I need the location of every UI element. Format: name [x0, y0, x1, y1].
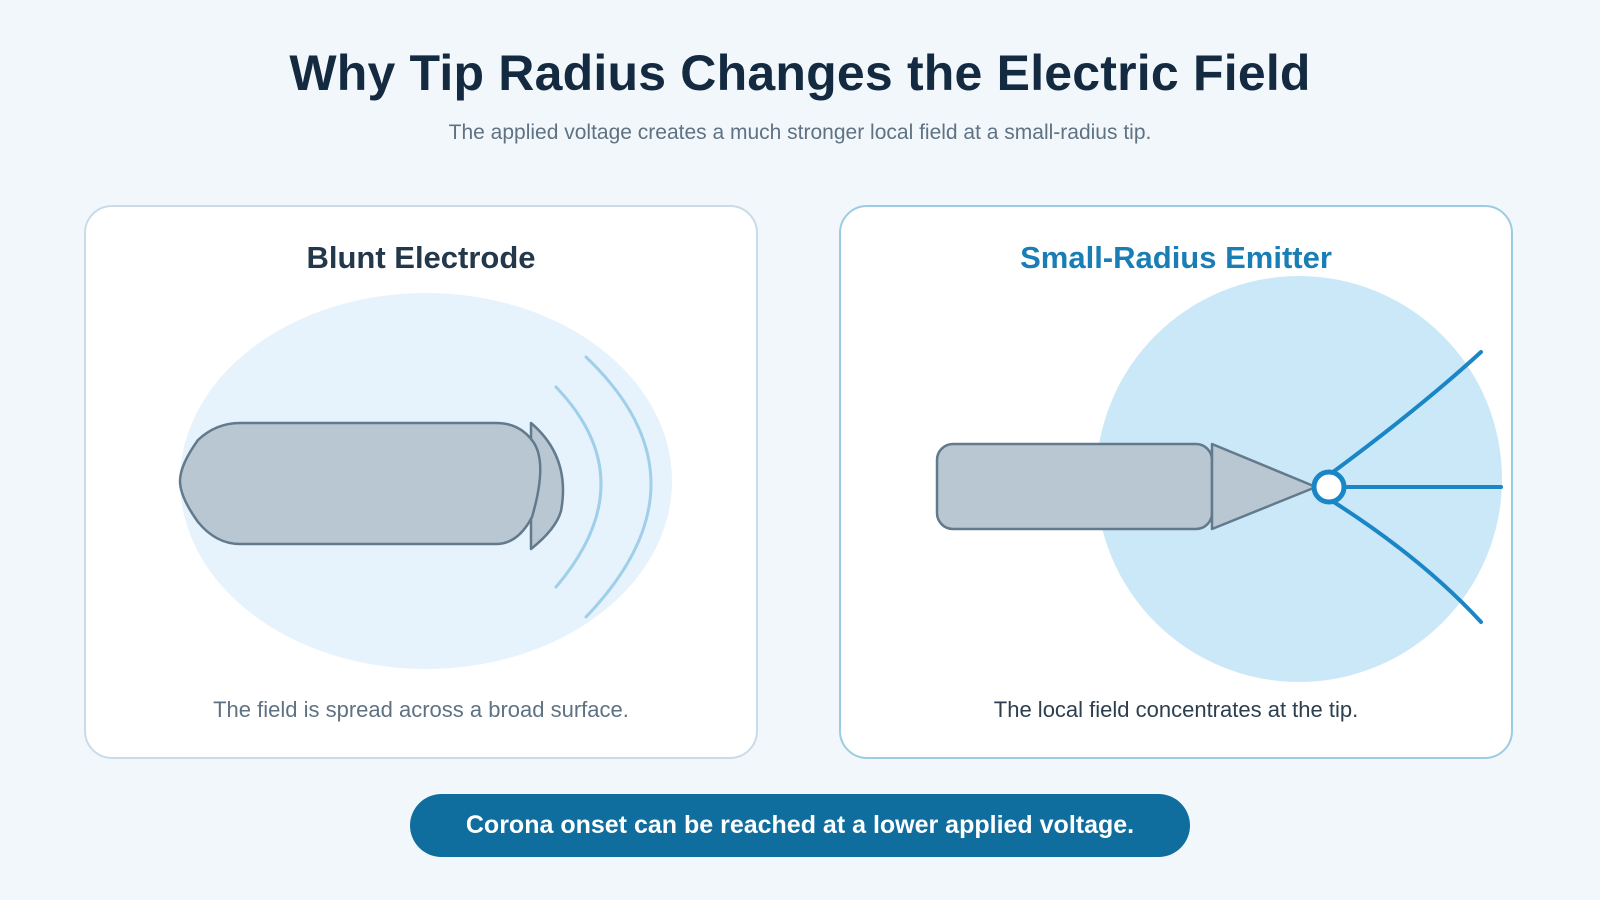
- emitter-body: [935, 442, 1214, 531]
- blunt-panel-title: Blunt Electrode: [306, 240, 536, 275]
- page-subtitle: The applied voltage creates a much stron…: [448, 121, 1152, 144]
- emitter-panel-title: Small-Radius Emitter: [1020, 240, 1332, 275]
- emitter-illustration: [935, 276, 1503, 682]
- blunt-electrode-panel: Blunt Electrode The field is spread acro…: [84, 205, 758, 759]
- small-radius-emitter-panel: Small-Radius Emitter The local field con…: [839, 205, 1513, 759]
- conclusion-banner: Corona onset can be reached at a lower a…: [410, 794, 1190, 857]
- emitter-tip-point: [1311, 469, 1347, 505]
- blunt-electrode-illustration: [178, 293, 672, 669]
- field-line-up: [1327, 350, 1483, 477]
- blunt-field-arc-outer: [584, 355, 653, 619]
- blunt-panel-caption: The field is spread across a broad surfa…: [213, 697, 629, 722]
- blunt-field-arc-inner: [554, 385, 603, 589]
- emitter-panel-caption: The local field concentrates at the tip.: [993, 697, 1359, 722]
- emitter-cone: [1210, 442, 1318, 531]
- field-line-down: [1327, 497, 1483, 624]
- page-title: Why Tip Radius Changes the Electric Fiel…: [289, 45, 1311, 101]
- blunt-electrode-body: [178, 421, 542, 546]
